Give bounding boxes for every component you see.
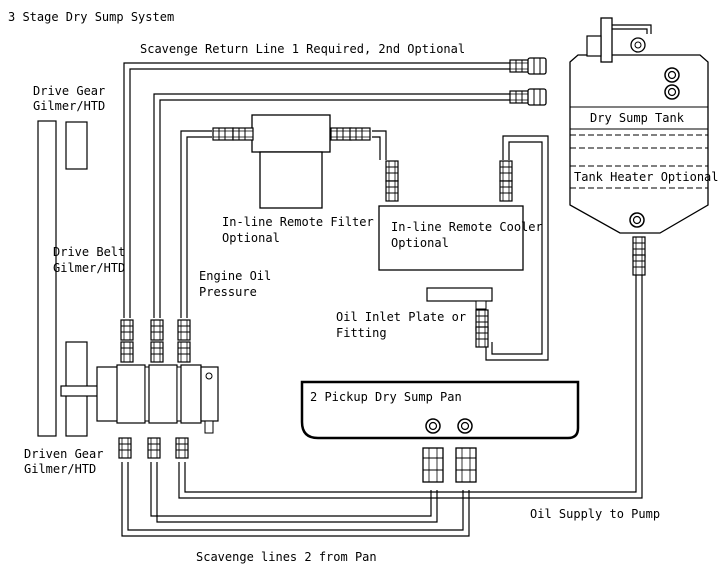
tank-label: Dry Sump Tank [590,111,684,125]
scavenge-return-line-1 [123,62,520,318]
drive-gear-label: Drive Gear [33,84,106,98]
scavenge-return-label: Scavenge Return Line 1 Required, 2nd Opt… [140,42,466,56]
remote-filter [212,114,371,209]
engine-oil-label: Engine Oil [199,269,272,283]
dry-sump-tank [569,17,709,276]
cooler-to-inlet-line [485,135,549,361]
scavenge-lines-label: Scavenge lines 2 from Pan [196,550,377,564]
inlet-plate-sublabel: Fitting [336,326,387,340]
scavenge-return-line-2 [153,93,520,318]
tank-heater-label: Tank Heater Optional [574,170,719,184]
dry-sump-pan [300,380,580,483]
oil-supply-line [184,275,637,493]
filter-to-cooler-line [372,130,387,160]
cooler-sublabel: Optional [391,236,449,250]
drive-belt-label: Drive Belt [53,245,126,259]
driven-gear-sublabel: Gilmer/HTD [24,462,97,476]
oil-inlet-plate [426,287,493,348]
return-line-fittings [509,57,547,106]
oil-supply-label: Oil Supply to Pump [530,507,661,521]
pump-upper-fittings [120,319,191,363]
diagram-title: 3 Stage Dry Sump System [8,10,175,24]
drive-belt [37,120,57,437]
cooler-label: In-line Remote Cooler [391,220,543,234]
engine-oil-sublabel: Pressure [199,285,257,299]
pan-scavenge-line-2 [127,462,464,531]
filter-sublabel: Optional [222,231,280,245]
driven-gear-label: Driven Gear [24,447,104,461]
pan-scavenge-line-1 [150,462,432,517]
driven-gear [60,341,99,437]
oil-lines [121,62,643,537]
filter-label: In-line Remote Filter [222,215,374,229]
pan-label: 2 Pickup Dry Sump Pan [310,390,462,404]
pressure-line-to-filter [180,130,212,318]
drive-gear [65,121,88,170]
drive-gear-sublabel: Gilmer/HTD [33,99,106,113]
inlet-plate-label: Oil Inlet Plate or [336,310,467,324]
dry-sump-pump [96,364,219,434]
remote-cooler [378,160,524,271]
drive-belt-sublabel: Gilmer/HTD [53,261,126,275]
pump-lower-fittings [118,437,189,459]
